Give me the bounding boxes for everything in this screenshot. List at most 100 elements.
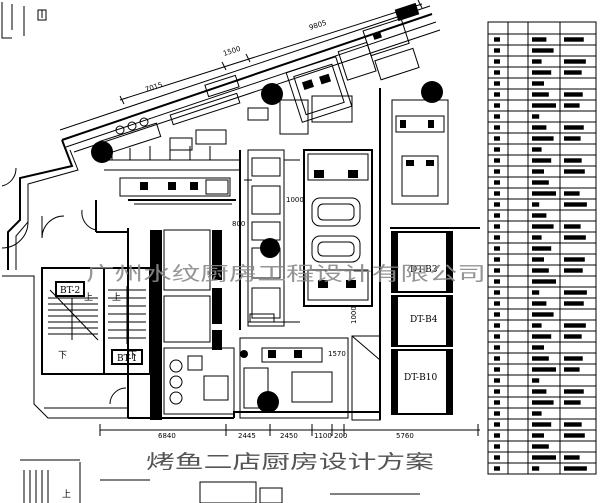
legend-row-name: [532, 345, 544, 350]
legend-row-number: [494, 180, 500, 185]
legend-row-number: [494, 81, 500, 86]
legend-row-name: [532, 466, 540, 471]
legend-row-name: [532, 411, 542, 416]
legend-row-name: [532, 70, 552, 75]
legend-row-spec: [564, 433, 585, 438]
bottom-dimension-line: [99, 424, 480, 436]
legend-row-name: [532, 444, 549, 449]
room-bt1: BT-1: [117, 354, 137, 364]
legend-row-number: [494, 290, 500, 295]
legend-row-name: [532, 367, 556, 372]
central-island: [303, 149, 373, 307]
company-watermark: 广州水纹厨房工程设计有限公司: [86, 263, 486, 285]
legend-row-spec: [564, 301, 584, 306]
legend-row-number: [494, 389, 500, 394]
stair-down-label-2: 下: [128, 351, 137, 361]
legend-row-name: [532, 180, 549, 185]
legend-row-number: [494, 334, 500, 339]
legend-row-name: [532, 114, 540, 119]
legend-row-number: [494, 70, 500, 75]
west-exterior-wall: [1, 139, 79, 270]
legend-row-number: [494, 213, 500, 218]
legend-row-number: [494, 48, 500, 53]
structural-columns: [150, 230, 222, 420]
legend-row-number: [494, 147, 500, 152]
legend-row-spec: [564, 59, 586, 64]
right-diagonal-wall: [351, 335, 381, 421]
legend-row-number: [494, 279, 500, 284]
dim-mid-1570: 1570: [328, 350, 346, 358]
legend-row-spec: [564, 37, 584, 42]
legend-row-number: [494, 136, 500, 141]
legend-row-name: [532, 312, 554, 317]
dim-bottom-6840: 6840: [158, 432, 176, 440]
legend-row-name: [532, 125, 547, 130]
stair-up-label: 上: [84, 292, 93, 303]
dim-bottom-5760: 5760: [396, 432, 414, 440]
legend-row-name: [532, 169, 544, 174]
cooking-line-top: [91, 74, 283, 197]
legend-row-spec: [564, 191, 580, 196]
legend-row-spec: [564, 323, 586, 328]
legend-row-name: [532, 323, 542, 328]
dim-top-right: 9805: [308, 19, 327, 32]
legend-row-number: [494, 37, 500, 42]
legend-row-spec: [564, 70, 582, 75]
legend-row-number: [494, 246, 500, 251]
legend-row-number: [494, 411, 500, 416]
legend-row-number: [494, 400, 500, 405]
legend-row-name: [532, 400, 554, 405]
dim-top-mid: 1500: [222, 45, 241, 58]
legend-row-spec: [564, 400, 581, 405]
top-left-stair: [1, 2, 47, 39]
legend-row-spec: [564, 125, 584, 130]
legend-row-spec: [564, 356, 583, 361]
legend-row-name: [532, 213, 547, 218]
dim-left-long: 7015: [144, 81, 163, 94]
legend-row-number: [494, 158, 500, 163]
upper-equipment-cluster: [285, 17, 420, 123]
legend-row-number: [494, 169, 500, 174]
legend-row-name: [532, 202, 540, 207]
legend-row-number: [494, 455, 500, 460]
legend-row-name: [532, 147, 542, 152]
legend-row-name: [532, 92, 549, 97]
stair-up-label-2: 上: [112, 292, 121, 303]
legend-row-number: [494, 466, 500, 471]
legend-row-name: [532, 158, 552, 163]
room-dt-b3: DT-B3: [410, 265, 438, 275]
dim-bottom-2450: 2450: [280, 432, 298, 440]
legend-row-name: [532, 257, 544, 262]
elevator-shafts: [391, 231, 453, 415]
legend-row-spec: [564, 455, 580, 460]
legend-row-spec: [564, 92, 583, 97]
legend-row-number: [494, 345, 500, 350]
legend-row-number: [494, 422, 500, 427]
legend-row-number: [494, 378, 500, 383]
legend-row-number: [494, 356, 500, 361]
kitchen-outer-walls: [41, 150, 241, 419]
legend-row-spec: [564, 422, 582, 427]
legend-row-name: [532, 136, 554, 141]
legend-row-name: [532, 59, 542, 64]
legend-row-number: [494, 367, 500, 372]
legend-row-number: [494, 202, 500, 207]
dim-mid-800: 800: [232, 220, 245, 228]
legend-row-name: [532, 224, 554, 229]
legend-row-number: [494, 235, 500, 240]
dim-bottom-2445: 2445: [238, 432, 256, 440]
legend-row-spec: [564, 290, 587, 295]
legend-row-spec: [564, 169, 585, 174]
legend-row-spec: [564, 202, 587, 207]
bottom-stair-up-label: 上: [62, 489, 71, 500]
equipment-legend-table: [487, 21, 597, 475]
legend-row-number: [494, 433, 500, 438]
legend-row-name: [532, 389, 547, 394]
legend-row-name: [532, 48, 554, 53]
legend-row-name: [532, 433, 544, 438]
north-facade-wall: [59, 0, 441, 153]
inner-kitchen-rooms: [163, 229, 235, 415]
legend-row-number: [494, 323, 500, 328]
room-bt2: BT-2: [60, 286, 80, 296]
